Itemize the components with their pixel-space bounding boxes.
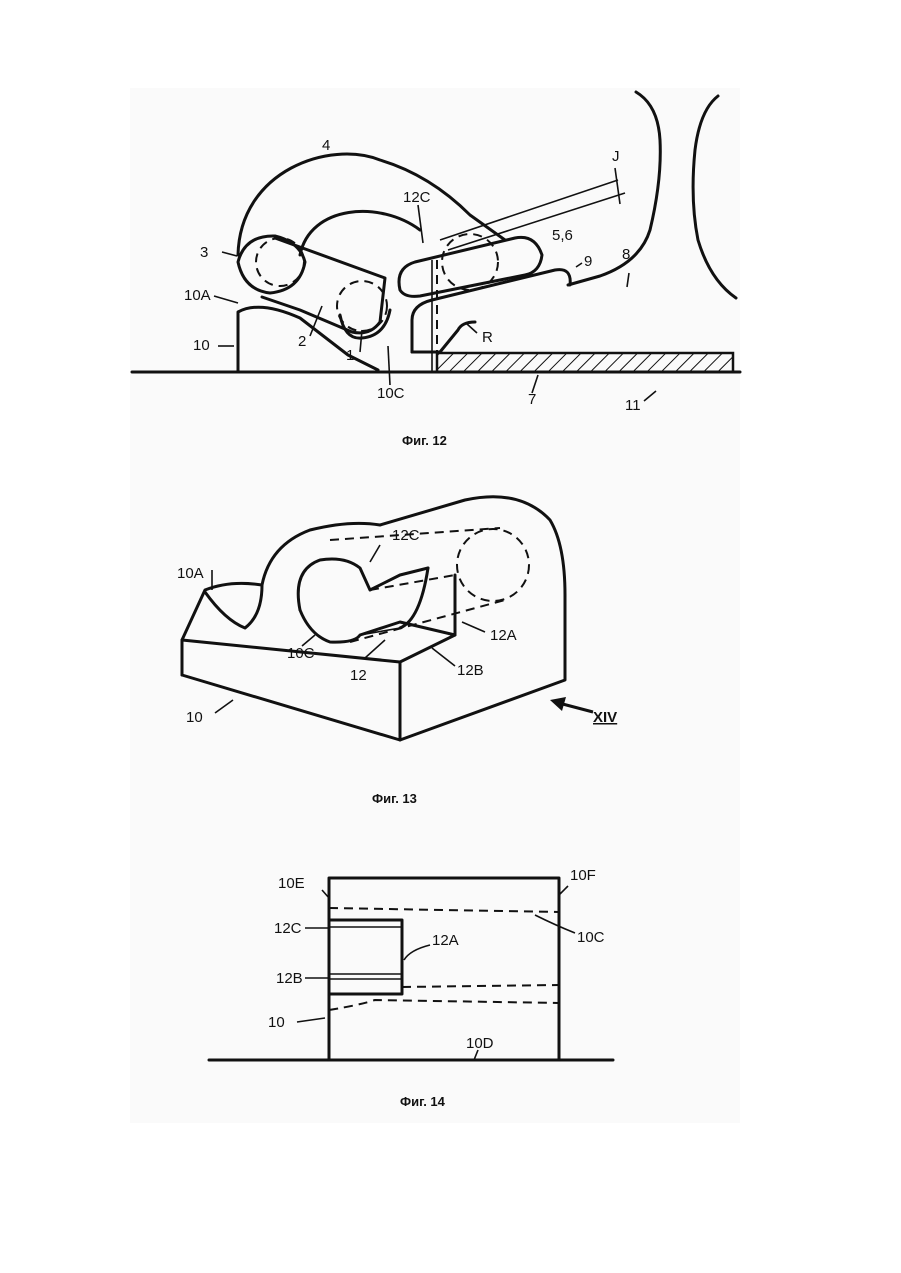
label-2: 2 (298, 333, 306, 350)
caption-fig-12: Фиг. 12 (402, 433, 447, 448)
label-12B: 12B (457, 662, 484, 679)
label-10C: 10C (577, 929, 605, 946)
label-10F: 10F (570, 867, 596, 884)
label-8: 8 (622, 246, 630, 263)
label-12B: 12B (276, 970, 303, 987)
label-10: 10 (186, 709, 203, 726)
label-12C: 12C (274, 920, 302, 937)
scan-area (130, 88, 740, 1123)
label-J: J (612, 148, 620, 165)
label-10E: 10E (278, 875, 305, 892)
label-XIV: XIV (593, 709, 617, 726)
caption-fig-14: Фиг. 14 (400, 1094, 446, 1109)
label-10A: 10A (177, 565, 204, 582)
label-12A: 12A (432, 932, 459, 949)
label-10C: 10C (377, 385, 405, 402)
label-10: 10 (268, 1014, 285, 1031)
hatched-plate-7 (437, 353, 733, 372)
label-10A: 10A (184, 287, 211, 304)
label-10D: 10D (466, 1035, 494, 1052)
label-1: 1 (346, 347, 354, 364)
label-5-6: 5,6 (552, 227, 573, 244)
label-12C: 12C (403, 189, 431, 206)
label-R: R (482, 329, 493, 346)
label-12: 12 (350, 667, 367, 684)
label-4: 4 (322, 137, 330, 154)
label-12A: 12A (490, 627, 517, 644)
label-3: 3 (200, 244, 208, 261)
label-10C: 10C (287, 645, 315, 662)
label-11: 11 (625, 397, 641, 414)
label-7: 7 (528, 391, 536, 408)
label-10: 10 (193, 337, 210, 354)
caption-fig-13: Фиг. 13 (372, 791, 417, 806)
label-9: 9 (584, 253, 592, 270)
label-12C: 12C (392, 527, 420, 544)
